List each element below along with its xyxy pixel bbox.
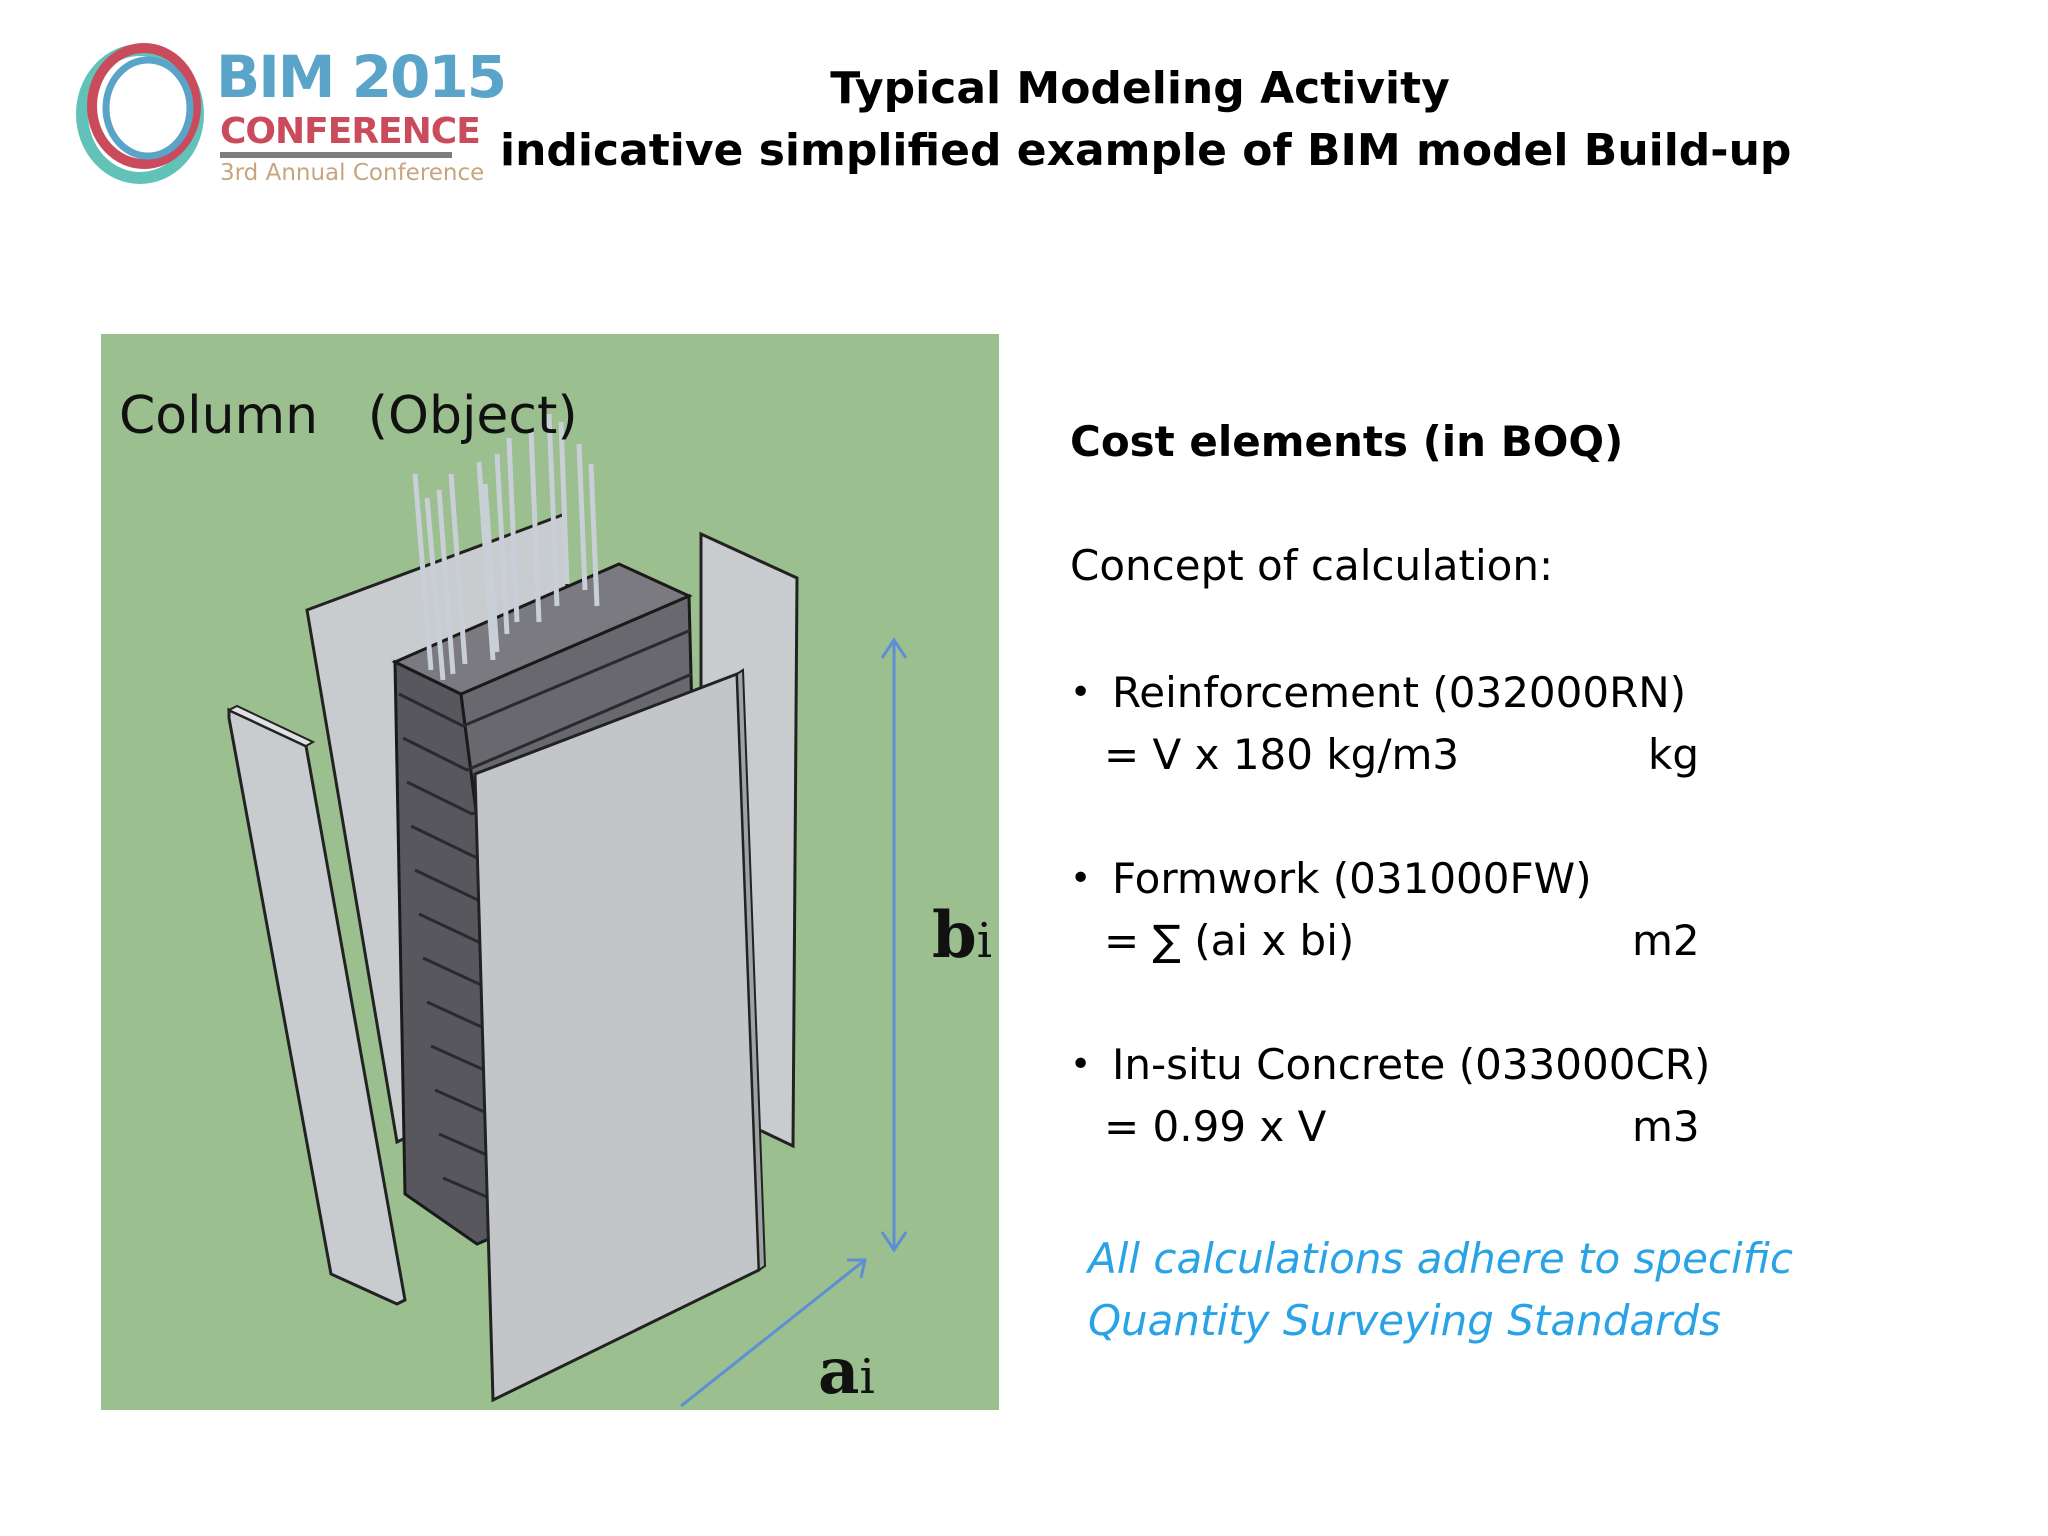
list-item-formwork: • Formwork (031000FW) = ∑ (ai x bi) m2 [1070, 848, 1970, 972]
dimension-b-sub: i [976, 913, 993, 969]
dimension-arrow-a [680, 1258, 867, 1408]
logo-subtitle: CONFERENCE [220, 111, 481, 152]
concept-label: Concept of calculation: [1070, 541, 1554, 590]
bullet-icon: • [1070, 672, 1092, 713]
item-formula: = V x 180 kg/m3 [1104, 730, 1460, 779]
note-line-2: Quantity Surveying Standards [1088, 1296, 1721, 1345]
item-name: Formwork (031000FW) [1112, 854, 1592, 903]
dimension-arrow-b [880, 637, 908, 1253]
dimension-b-main: b [932, 898, 977, 973]
column-figure: Column (Object) [101, 334, 999, 1410]
dimension-label-b: bi [932, 904, 992, 968]
conference-logo: BIM 2015 CONFERENCE 3rd Annual Conferenc… [74, 34, 507, 194]
dimension-a-main: a [818, 1334, 860, 1409]
item-unit: m2 [1632, 916, 1700, 965]
title-line-2: indicative simplified example of BIM mod… [500, 125, 1792, 176]
rebars [412, 413, 600, 681]
item-unit: m3 [1632, 1102, 1700, 1151]
bullet-icon: • [1070, 1044, 1092, 1085]
ring-logo-icon [76, 43, 204, 184]
formwork-panel-front [473, 671, 761, 1403]
title-line-1: Typical Modeling Activity [830, 63, 1450, 114]
dimension-label-a: ai [818, 1340, 875, 1404]
note-line-1: All calculations adhere to specific [1088, 1234, 1793, 1283]
dimension-a-sub: i [859, 1349, 875, 1405]
cost-elements-heading: Cost elements (in BOQ) [1070, 417, 1624, 466]
standards-note: All calculations adhere to specific Quan… [1088, 1228, 1793, 1352]
item-name: Reinforcement (032000RN) [1112, 668, 1687, 717]
logo-tagline: 3rd Annual Conference [220, 160, 485, 186]
bullet-icon: • [1070, 858, 1092, 899]
slide-title: Typical Modeling Activity indicative sim… [500, 58, 1792, 182]
logo-title: BIM 2015 [216, 43, 507, 111]
logo-divider [220, 152, 452, 158]
concrete-column-top [391, 562, 693, 696]
list-item-concrete: • In-situ Concrete (033000CR) = 0.99 x V… [1070, 1034, 1970, 1158]
figure-label: Column (Object) [119, 386, 578, 446]
list-item-reinforcement: • Reinforcement (032000RN) = V x 180 kg/… [1070, 662, 1970, 786]
column-illustration [226, 413, 908, 1408]
item-formula: = 0.99 x V [1104, 1102, 1327, 1151]
item-name: In-situ Concrete (033000CR) [1112, 1040, 1711, 1089]
item-unit: kg [1648, 730, 1699, 779]
item-formula: = ∑ (ai x bi) [1104, 916, 1355, 965]
